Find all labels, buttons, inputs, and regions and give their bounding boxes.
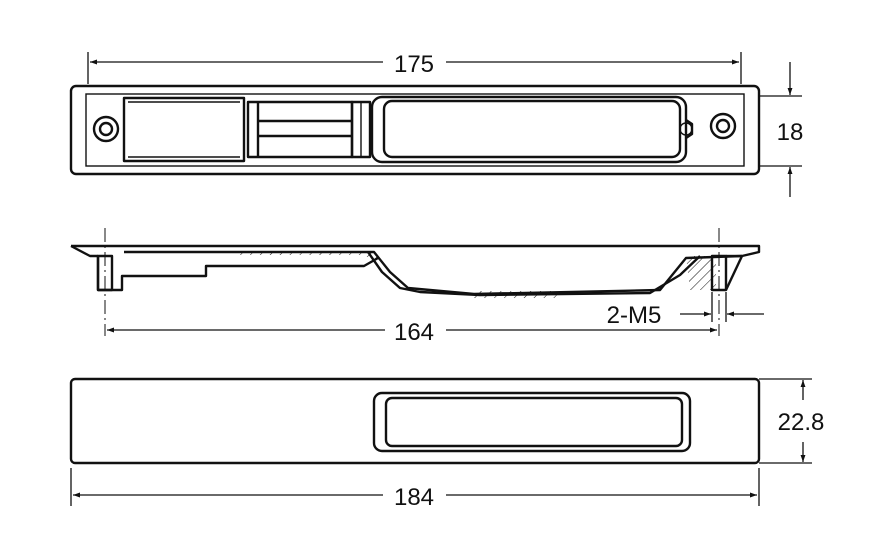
top-view-grip-recess (370, 95, 694, 164)
right-screw-hole (709, 112, 737, 140)
dimension-18-label: 18 (777, 119, 804, 146)
dimension-184-label: 184 (394, 484, 434, 511)
side-top-flange (71, 244, 761, 258)
top-view-ribs (122, 96, 372, 163)
dimension-thread: 2-M5 (607, 292, 764, 329)
dimension-164-label: 164 (394, 319, 434, 346)
dimension-164: 164 (107, 319, 717, 346)
front-view (69, 377, 761, 465)
dimension-22-8: 22.8 (759, 378, 825, 464)
dimension-175: 175 (87, 51, 742, 84)
top-view (69, 84, 761, 176)
side-section-view (70, 244, 761, 298)
dimension-thread-label: 2-M5 (607, 302, 662, 329)
left-screw-hole (92, 115, 120, 143)
front-grip-outer (372, 391, 692, 453)
dimension-22-8-label: 22.8 (778, 409, 825, 436)
dimension-175-label: 175 (394, 51, 434, 78)
top-view-inner-frame (85, 93, 745, 167)
front-view-outline (69, 377, 761, 465)
dimension-184: 184 (70, 468, 760, 511)
dimension-18: 18 (759, 62, 803, 197)
top-view-outline (69, 84, 761, 176)
front-grip-inner (384, 396, 684, 448)
